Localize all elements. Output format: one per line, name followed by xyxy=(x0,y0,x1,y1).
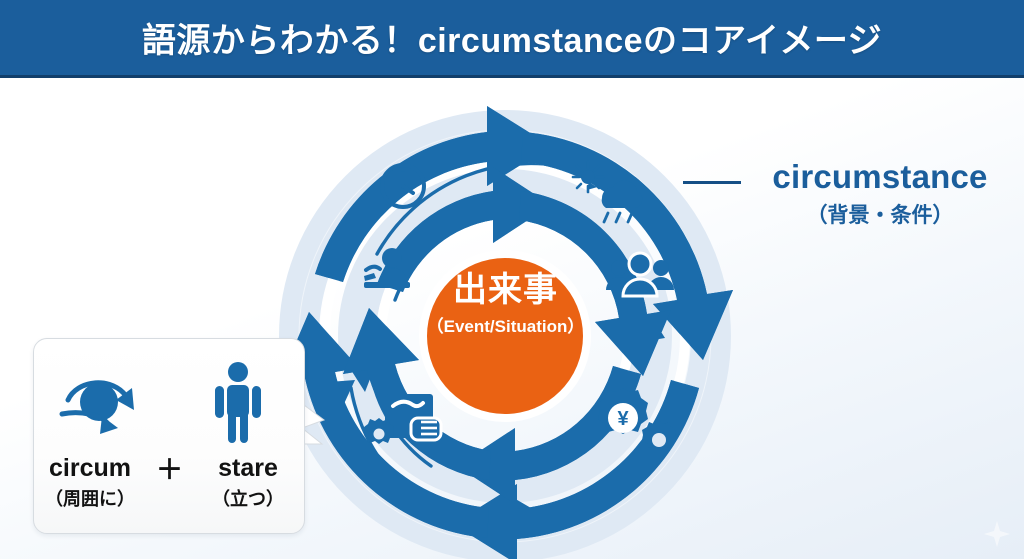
svg-text:¥: ¥ xyxy=(617,408,629,430)
morpheme-stare: stare （立つ） xyxy=(196,454,300,511)
morpheme-stare-en: stare xyxy=(218,454,278,482)
contract-hand-icon xyxy=(364,394,443,444)
center-label-jp: 出来事 xyxy=(453,271,558,309)
clock-icon xyxy=(380,163,426,209)
morpheme-stare-jp: （立つ） xyxy=(212,488,284,509)
circumstance-label-jp: （背景・条件） xyxy=(806,203,954,227)
morpheme-circum-en: circum xyxy=(49,454,131,482)
morpheme-circum-jp: （周囲に） xyxy=(45,488,135,509)
circular-diagram: ¥ xyxy=(255,78,755,559)
circumstance-label-en: circumstance xyxy=(772,158,988,195)
plus-operator: ＋ xyxy=(156,455,183,485)
person-icon xyxy=(215,362,261,443)
etymology-icons xyxy=(48,357,290,449)
weather-icon xyxy=(571,160,643,224)
money-gear-icon: ¥ xyxy=(598,388,676,449)
etymology-callout: circum （周囲に） ＋ stare （立つ） xyxy=(33,338,305,534)
center-node xyxy=(419,250,591,422)
morpheme-circum: circum （周囲に） xyxy=(38,454,142,511)
slide-header: 語源からわかる！circumstanceのコアイメージ xyxy=(0,0,1024,78)
center-label-en: （Event/Situation） xyxy=(426,317,585,337)
person-icon-slot xyxy=(186,360,290,446)
person-desk-icon xyxy=(364,248,410,288)
sparkle-watermark xyxy=(984,521,1010,547)
etymology-text: circum （周囲に） ＋ stare （立つ） xyxy=(38,454,300,511)
orbit-icon-slot xyxy=(48,362,152,444)
outer-ring-arrows-overlay xyxy=(279,106,733,559)
leader-line xyxy=(683,181,741,184)
center-node-text: 出来事 （Event/Situation） xyxy=(383,271,628,337)
orbit-icon xyxy=(59,380,134,434)
page-title: 語源からわかる！circumstanceのコアイメージ xyxy=(141,22,883,60)
people-icon xyxy=(606,251,674,298)
circumstance-label: circumstance （背景・条件） xyxy=(745,158,1015,229)
